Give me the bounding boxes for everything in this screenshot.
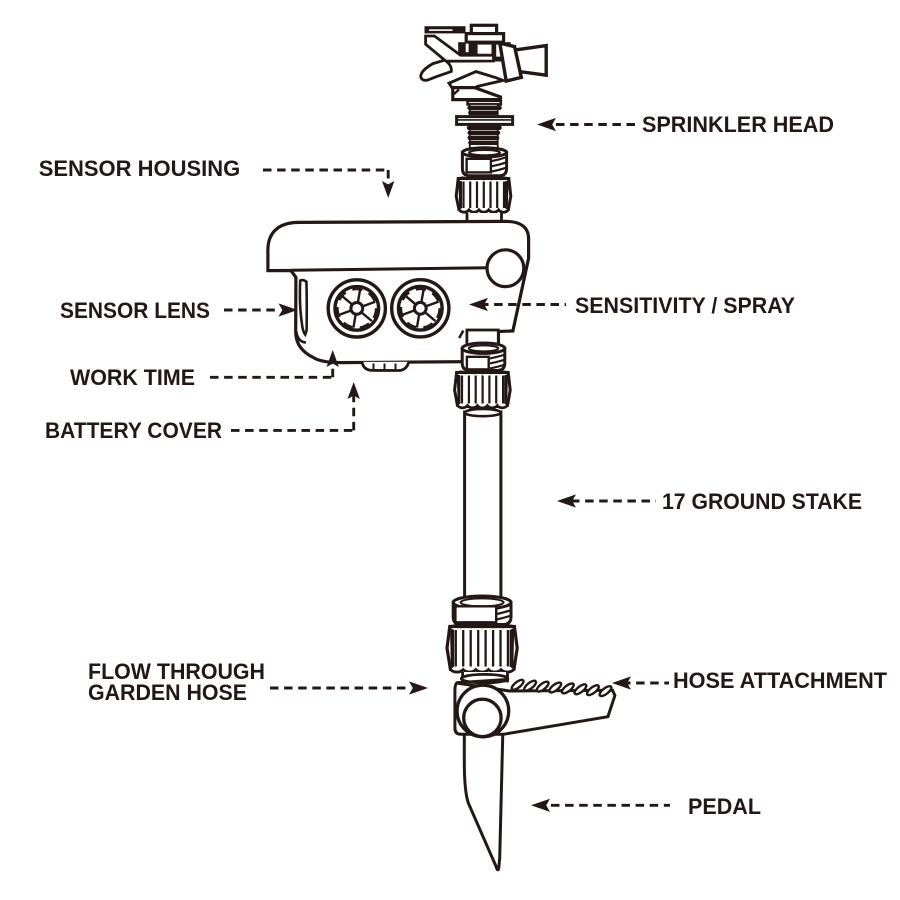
svg-text:WORK TIME: WORK TIME (70, 365, 195, 390)
svg-text:17 GROUND STAKE: 17 GROUND STAKE (662, 489, 862, 514)
svg-text:SPRINKLER HEAD: SPRINKLER HEAD (642, 112, 834, 137)
svg-text:FLOW THROUGH: FLOW THROUGH (88, 659, 265, 684)
svg-text:HOSE ATTACHMENT: HOSE ATTACHMENT (673, 668, 887, 693)
svg-text:SENSOR LENS: SENSOR LENS (60, 298, 210, 323)
svg-text:PEDAL: PEDAL (688, 794, 761, 819)
svg-text:SENSOR HOUSING: SENSOR HOUSING (39, 156, 241, 181)
svg-text:GARDEN HOSE: GARDEN HOSE (88, 680, 247, 705)
svg-text:BATTERY COVER: BATTERY COVER (45, 418, 222, 443)
svg-text:SENSITIVITY / SPRAY: SENSITIVITY / SPRAY (575, 293, 795, 318)
